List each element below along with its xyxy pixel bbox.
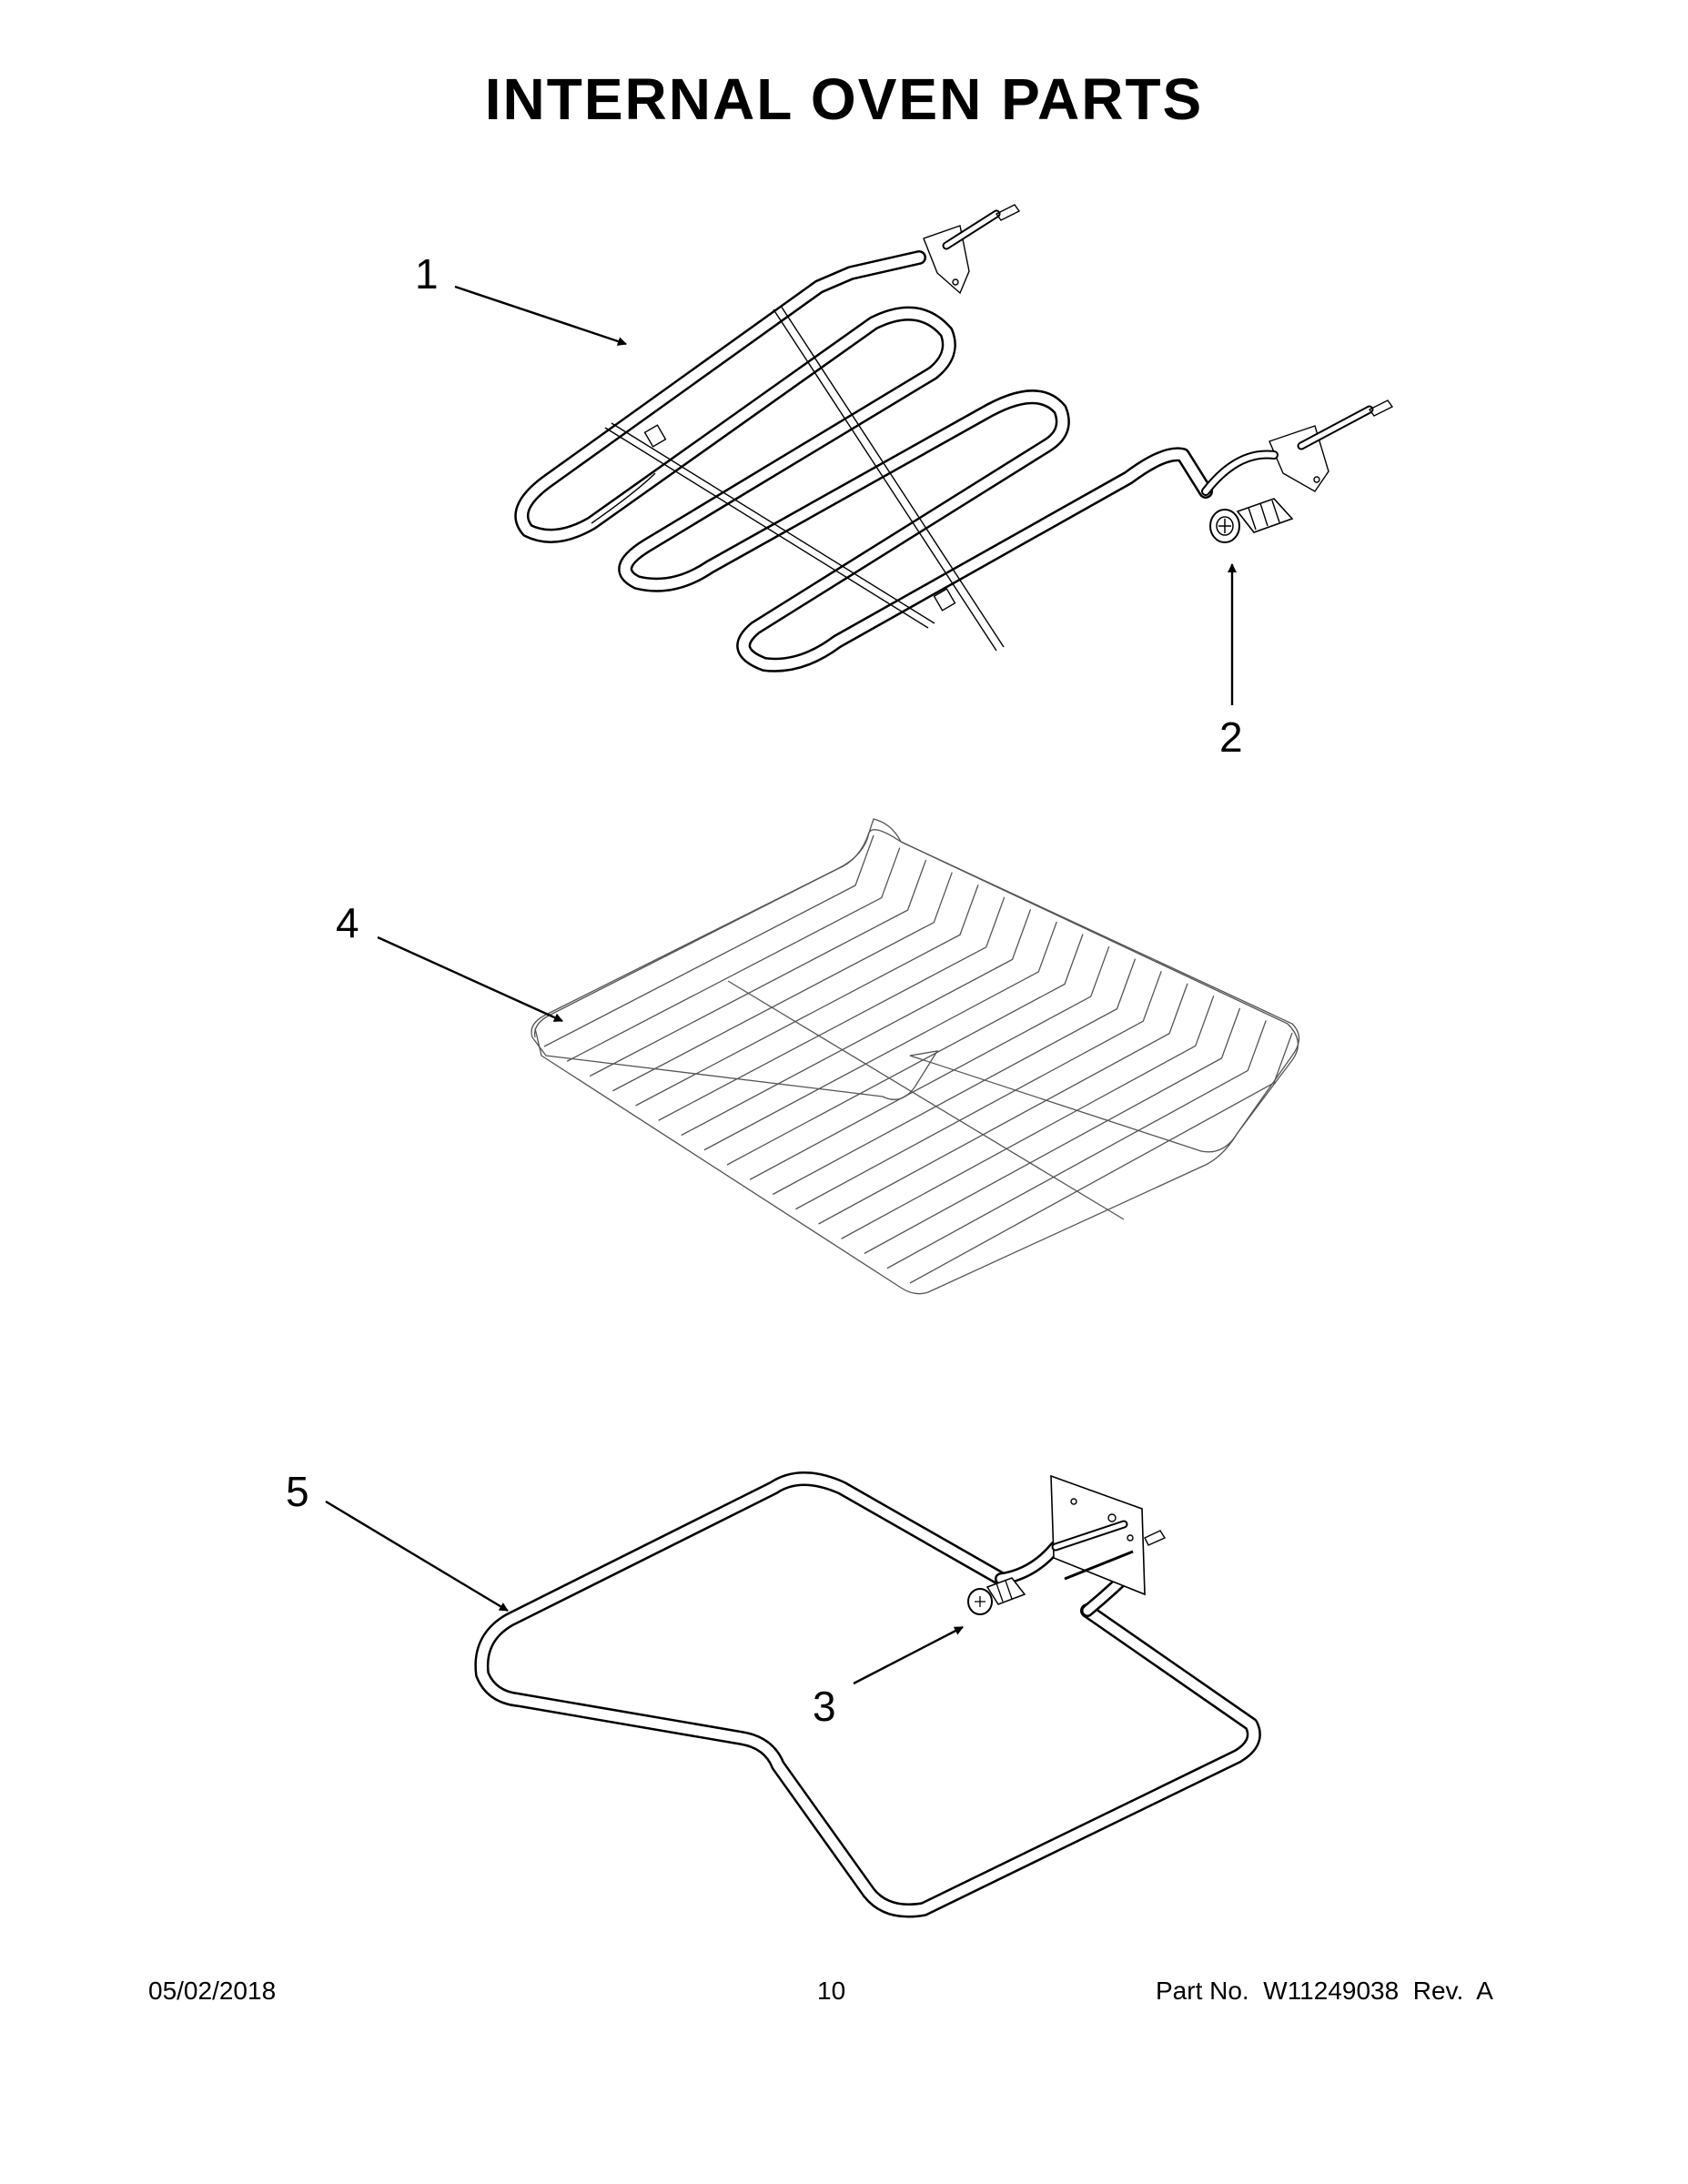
footer-page-number: 10 bbox=[817, 1977, 846, 2005]
page-title: INTERNAL OVEN PARTS bbox=[484, 66, 1204, 132]
leader-arrow-4 bbox=[377, 935, 563, 1023]
rack-wire bbox=[841, 996, 1215, 1239]
rack-wire bbox=[658, 896, 1006, 1121]
rack-wire bbox=[726, 934, 1084, 1166]
rack-wire bbox=[566, 847, 901, 1062]
rack-wire bbox=[589, 859, 927, 1077]
rack-wire bbox=[909, 1032, 1293, 1284]
broil-element bbox=[514, 204, 1394, 672]
rack-wire bbox=[886, 1020, 1267, 1269]
leader-arrow-5 bbox=[325, 1500, 509, 1613]
rack-wire bbox=[635, 885, 979, 1107]
broil-screw bbox=[1209, 498, 1294, 543]
bake-screw bbox=[967, 1577, 1026, 1615]
rack-wire bbox=[749, 945, 1110, 1180]
callout-2: 2 bbox=[1219, 713, 1243, 761]
rack-wire bbox=[612, 872, 953, 1092]
rack-wire bbox=[772, 958, 1137, 1196]
rack-wire bbox=[818, 983, 1188, 1225]
rack-wire bbox=[681, 909, 1032, 1137]
rack-wire bbox=[703, 921, 1057, 1151]
oven-rack bbox=[531, 818, 1300, 1295]
bake-element bbox=[474, 1471, 1261, 1918]
footer-part-number: Part No. W11249038 Rev. A bbox=[1156, 1977, 1493, 2005]
callout-3: 3 bbox=[813, 1683, 836, 1730]
rack-wire bbox=[795, 970, 1162, 1210]
leader-arrow-1 bbox=[454, 285, 627, 346]
callout-1: 1 bbox=[415, 250, 439, 298]
callout-4: 4 bbox=[336, 899, 359, 946]
callout-5: 5 bbox=[286, 1468, 309, 1515]
rack-wire bbox=[864, 1007, 1241, 1255]
rack-wire bbox=[543, 834, 874, 1047]
footer-date: 05/02/2018 bbox=[148, 1977, 277, 2005]
leader-arrow-3 bbox=[853, 1625, 964, 1685]
